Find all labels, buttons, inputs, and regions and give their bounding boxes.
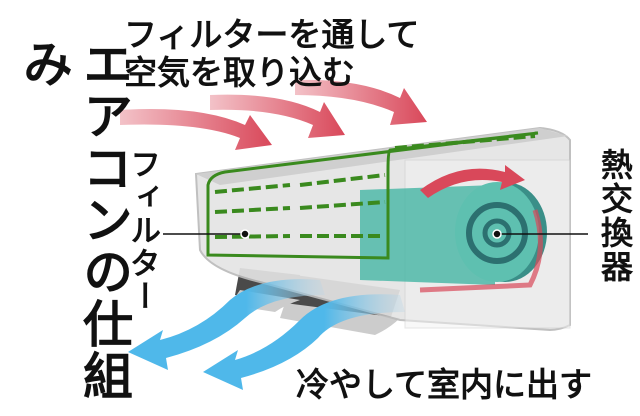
filter <box>206 131 539 260</box>
leader-lines <box>163 229 588 239</box>
heat-exchanger <box>360 165 547 293</box>
filter-label: フィルター <box>124 148 160 313</box>
outflow-caption: 冷やして室内に出す <box>296 365 593 404</box>
intake-caption-line1: フィルターを通して <box>124 15 420 54</box>
heat-exchanger-label: 熱交換器 <box>596 148 634 284</box>
intake-arrows <box>120 79 427 150</box>
intake-caption-line2: 空気を取り込む <box>124 53 355 92</box>
diagram-title: エアコンの仕組み <box>15 38 133 402</box>
outflow-arrows <box>128 279 405 390</box>
intake-caption: フィルターを通して 空気を取り込む <box>124 16 419 92</box>
